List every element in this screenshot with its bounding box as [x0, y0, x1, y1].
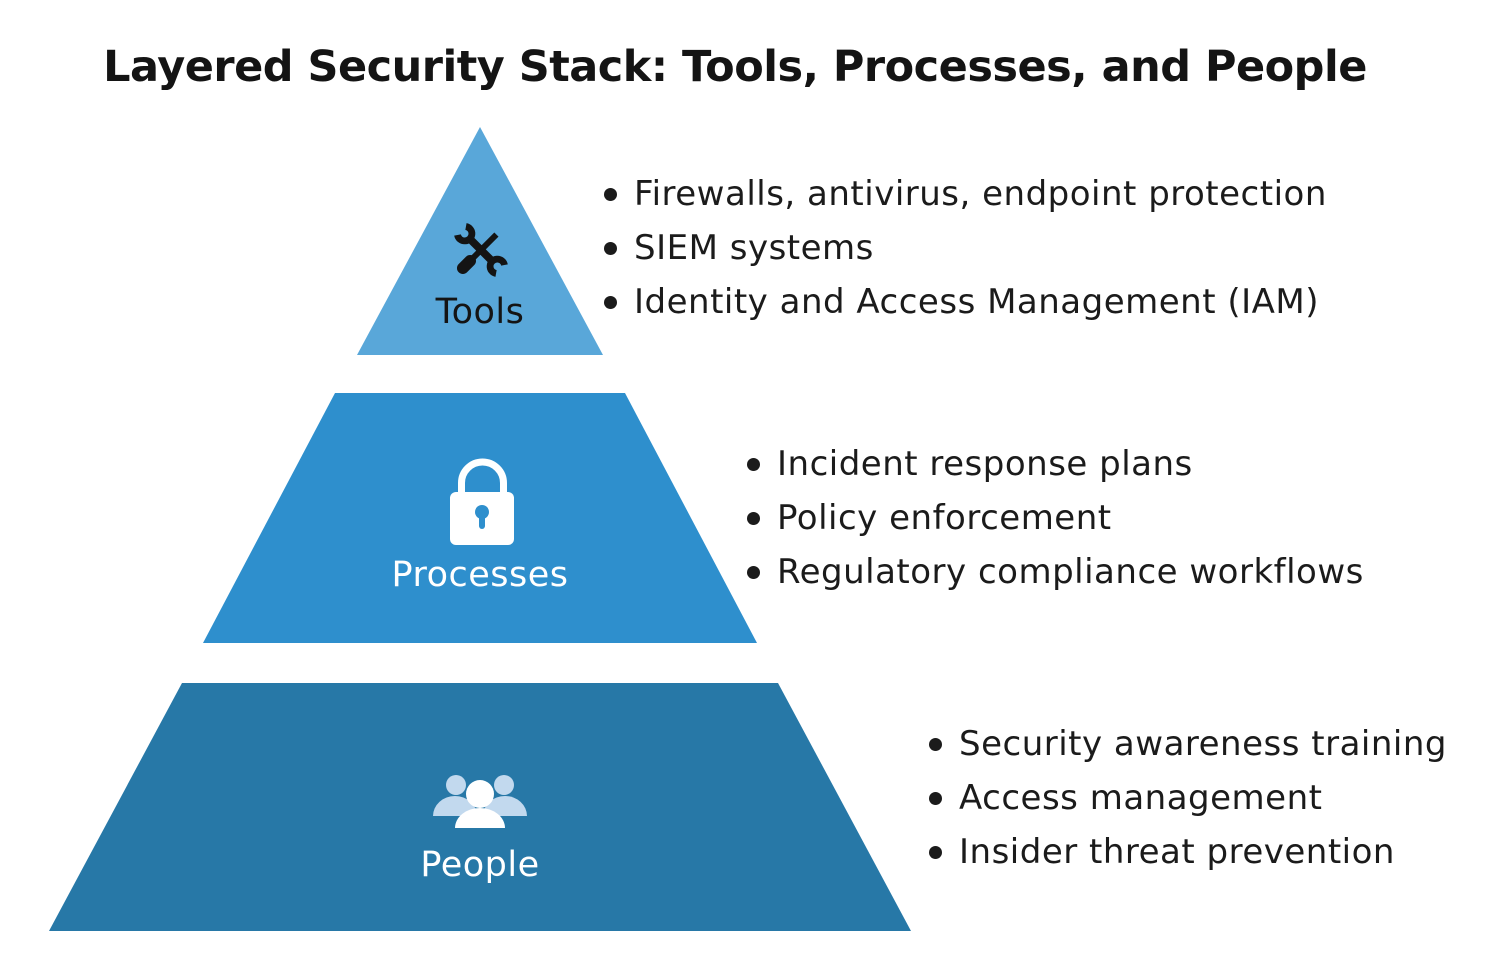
people-icon	[433, 775, 527, 828]
bullet-text: Incident response plans	[777, 444, 1193, 484]
bullet-dot	[929, 845, 942, 859]
bullet-text: Security awareness training	[959, 724, 1447, 764]
bullet-text: Firewalls, antivirus, endpoint protectio…	[634, 174, 1327, 214]
people-layer-label: People	[420, 845, 540, 885]
list-item: SIEM systems	[604, 221, 1327, 275]
bullet-dot	[929, 737, 942, 751]
bullet-dot	[747, 457, 760, 471]
bullet-text: Access management	[959, 778, 1323, 818]
list-item: Firewalls, antivirus, endpoint protectio…	[604, 167, 1327, 221]
bullet-dot	[604, 187, 617, 201]
keyhole-circle	[475, 505, 489, 519]
bullet-text: Insider threat prevention	[959, 832, 1395, 872]
tools-icon	[454, 223, 508, 277]
bullet-text: Policy enforcement	[777, 498, 1112, 538]
tools-layer-shape	[357, 127, 603, 355]
list-item: Identity and Access Management (IAM)	[604, 275, 1327, 329]
page-title: Layered Security Stack: Tools, Processes…	[103, 42, 1367, 92]
tools-layer-label: Tools	[435, 292, 525, 332]
bullet-dot	[604, 241, 617, 255]
list-item: Security awareness training	[929, 717, 1447, 771]
processes-bullet-list: Incident response plans Policy enforceme…	[747, 437, 1364, 599]
bullet-dot	[747, 511, 760, 525]
list-item: Policy enforcement	[747, 491, 1364, 545]
bullet-text: Identity and Access Management (IAM)	[634, 282, 1320, 322]
bullet-text: SIEM systems	[634, 228, 874, 268]
keyhole-stem	[479, 514, 485, 529]
list-item: Access management	[929, 771, 1447, 825]
people-bullet-list: Security awareness training Access manag…	[929, 717, 1447, 879]
tools-bullet-list: Firewalls, antivirus, endpoint protectio…	[604, 167, 1327, 329]
lock-icon	[450, 458, 514, 545]
list-item: Insider threat prevention	[929, 825, 1447, 879]
bullet-text: Regulatory compliance workflows	[777, 552, 1364, 592]
bullet-dot	[604, 295, 617, 309]
processes-layer-label: Processes	[391, 555, 569, 595]
list-item: Regulatory compliance workflows	[747, 545, 1364, 599]
bullet-dot	[747, 565, 760, 579]
bullet-dot	[929, 791, 942, 805]
list-item: Incident response plans	[747, 437, 1364, 491]
